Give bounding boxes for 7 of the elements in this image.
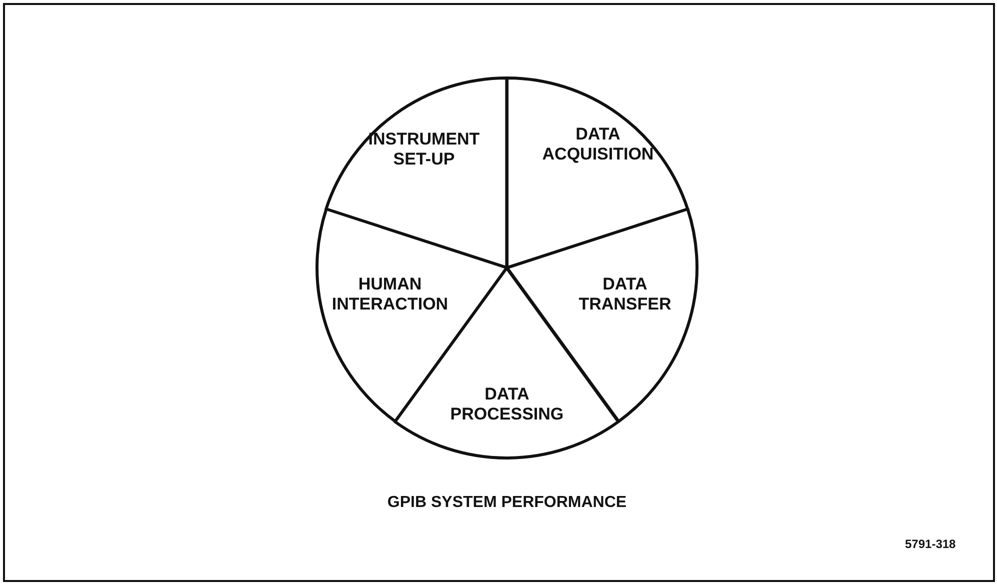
- slice-label: DATA TRANSFER: [578, 274, 672, 316]
- slice-label: HUMAN INTERACTION: [330, 274, 450, 316]
- figure-number: 5791-318: [905, 537, 956, 551]
- diagram-title: GPIB SYSTEM PERFORMANCE: [387, 494, 627, 512]
- slice-label: DATA ACQUISITION: [541, 124, 655, 166]
- slice-label: DATA PROCESSING: [449, 384, 565, 426]
- slice-label: INSTRUMENT SET-UP: [367, 130, 481, 170]
